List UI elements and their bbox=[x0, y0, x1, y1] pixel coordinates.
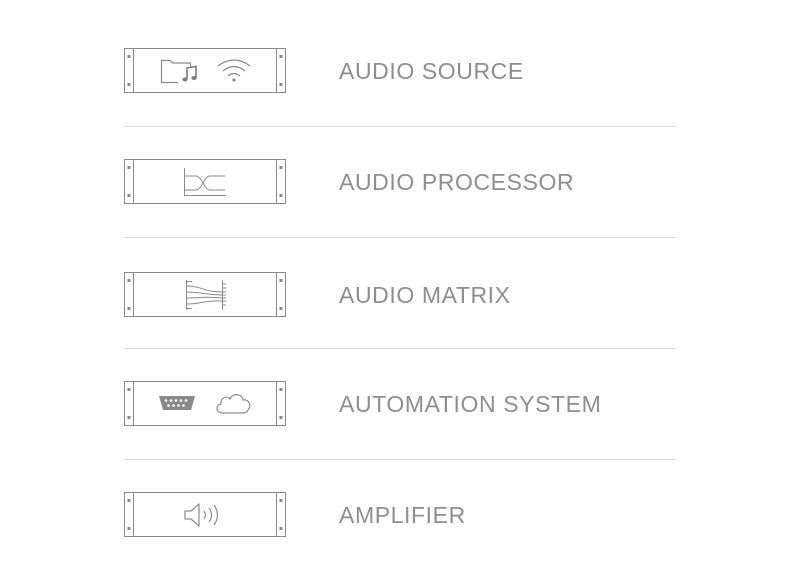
device-label: AUDIO SOURCE bbox=[339, 58, 524, 84]
rack-unit bbox=[124, 48, 286, 93]
row-divider bbox=[124, 237, 676, 238]
cloud-icon bbox=[216, 394, 251, 414]
row-divider bbox=[124, 459, 676, 460]
device-label: AUDIO MATRIX bbox=[339, 282, 511, 308]
routing-matrix-icon bbox=[186, 280, 226, 310]
device-label: AUTOMATION SYSTEM bbox=[339, 391, 602, 417]
rack-unit bbox=[124, 272, 286, 317]
device-label: AUDIO PROCESSOR bbox=[339, 169, 575, 195]
rack-unit bbox=[124, 381, 286, 426]
rack-unit bbox=[124, 492, 286, 537]
crossover-filter-icon bbox=[184, 168, 226, 196]
device-label: AMPLIFIER bbox=[339, 502, 466, 528]
speaker-icon bbox=[184, 503, 219, 527]
rack-unit bbox=[124, 159, 286, 204]
wifi-icon bbox=[217, 59, 251, 82]
row-divider bbox=[124, 126, 676, 127]
row-divider bbox=[124, 348, 676, 349]
serial-port-icon bbox=[159, 396, 195, 410]
music-folder-icon bbox=[160, 59, 200, 85]
